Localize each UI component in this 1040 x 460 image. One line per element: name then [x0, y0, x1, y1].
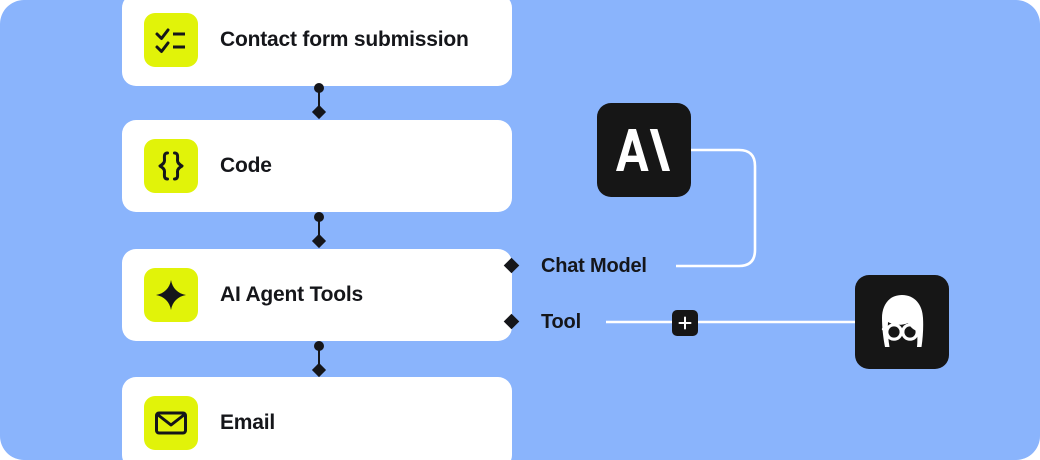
- connector-trigger-to-code: [311, 83, 327, 120]
- connector-code-to-agent: [311, 212, 327, 249]
- output-port-dot[interactable]: [314, 212, 324, 222]
- input-port-diamond[interactable]: [311, 362, 327, 378]
- node-card-email[interactable]: Email: [122, 377, 512, 460]
- connector-line: [318, 88, 320, 112]
- input-port-diamond[interactable]: [311, 104, 327, 120]
- node-card-ai-agent-tools[interactable]: AI Agent Tools: [122, 249, 512, 341]
- curly-braces-icon: [144, 139, 198, 193]
- port-label-chat-model: Chat Model: [541, 255, 647, 277]
- node-label: AI Agent Tools: [220, 283, 364, 306]
- connector-line: [318, 217, 320, 241]
- plus-icon: [678, 316, 692, 330]
- anthropic-chat-model-tile[interactable]: [597, 103, 691, 197]
- input-port-diamond[interactable]: [311, 233, 327, 249]
- node-card-contact-form-submission[interactable]: Contact form submission: [122, 0, 512, 86]
- port-label-tool: Tool: [541, 311, 581, 333]
- node-label: Code: [220, 154, 272, 177]
- anthropic-logo-icon: [616, 129, 672, 171]
- node-label: Contact form submission: [220, 28, 469, 51]
- node-label: Email: [220, 411, 276, 434]
- add-tool-button[interactable]: [672, 310, 698, 336]
- person-glasses-icon: [876, 294, 928, 350]
- connector-agent-to-email: [311, 341, 327, 378]
- connector-line: [318, 346, 320, 370]
- wikipedia-tool-tile[interactable]: [855, 275, 949, 369]
- envelope-icon: [144, 396, 198, 450]
- sparkle-icon: [144, 268, 198, 322]
- node-card-code[interactable]: Code: [122, 120, 512, 212]
- checklist-icon: [144, 13, 198, 67]
- output-port-dot[interactable]: [314, 341, 324, 351]
- output-port-dot[interactable]: [314, 83, 324, 93]
